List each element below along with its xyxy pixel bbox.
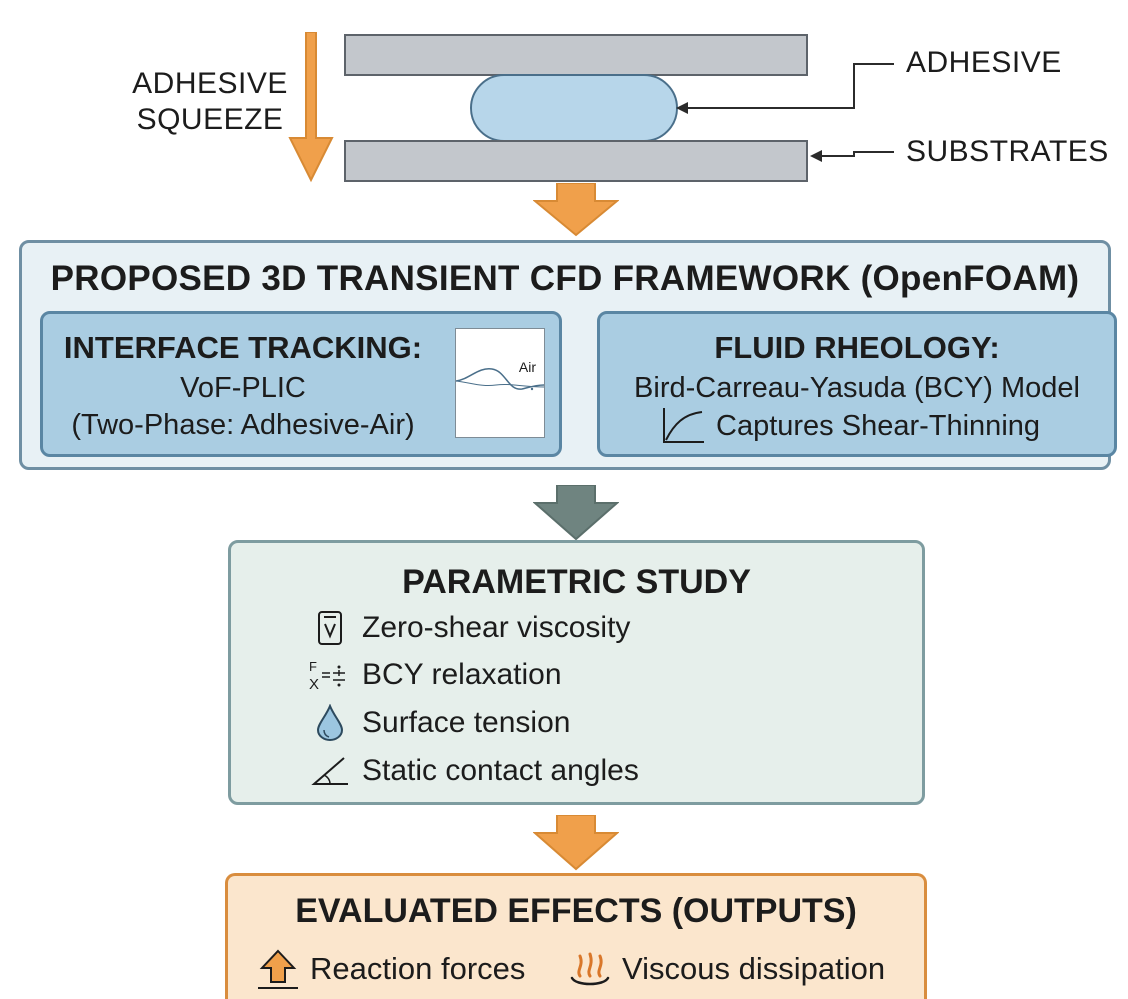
output-label: Reaction forces — [310, 951, 526, 986]
param-label: Static contact angles — [362, 754, 639, 787]
bottom-substrate — [344, 140, 808, 182]
droplet-icon — [306, 703, 354, 743]
output-label: Viscous dissipation — [622, 951, 886, 986]
outputs-box: EVALUATED EFFECTS (OUTPUTS) Reaction for… — [225, 873, 927, 999]
fluid-rheology-panel: FLUID RHEOLOGY: Bird-Carreau-Yasuda (BCY… — [597, 311, 1117, 457]
parametric-title: PARAMETRIC STUDY — [402, 563, 751, 601]
param-item: Zero-shear viscosity — [306, 608, 630, 648]
up-arrow-icon — [258, 949, 298, 989]
outputs-title: EVALUATED EFFECTS (OUTPUTS) — [295, 892, 857, 930]
rheology-heading: FLUID RHEOLOGY: — [714, 330, 1000, 365]
heat-icon — [570, 952, 610, 986]
flow-arrow-3 — [533, 815, 619, 871]
formula-icon: F X — [306, 655, 354, 695]
interface-heading: INTERFACE TRACKING: — [63, 330, 423, 365]
interface-phases: (Two-Phase: Adhesive-Air) — [71, 409, 415, 441]
param-label: BCY relaxation — [362, 658, 562, 691]
param-item: Static contact angles — [306, 751, 639, 791]
substrates-callout: SUBSTRATES — [906, 135, 1109, 168]
parametric-study-box: PARAMETRIC STUDY Zero-shear viscosity F … — [228, 540, 925, 805]
param-label: Surface tension — [362, 706, 571, 739]
adhesive-leader-line — [682, 63, 894, 109]
rheology-model: Bird-Carreau-Yasuda (BCY) Model — [634, 372, 1080, 404]
substrates-leader-arrowhead — [810, 150, 822, 162]
svg-text:F: F — [309, 659, 317, 674]
interface-method: VoF-PLIC — [180, 372, 306, 404]
output-item: Reaction forces — [256, 948, 525, 990]
adhesive-bead — [470, 74, 678, 142]
framework-title: PROPOSED 3D TRANSIENT CFD FRAMEWORK (Ope… — [50, 259, 1080, 298]
substrates-leader-line — [816, 151, 894, 157]
callout-lines — [676, 63, 894, 162]
param-label: Zero-shear viscosity — [362, 611, 631, 644]
squeeze-label: ADHESIVE SQUEEZE — [132, 67, 288, 136]
interface-plot: Air — [455, 328, 545, 438]
shear-thinning-curve-icon — [663, 408, 704, 443]
interface-curve — [456, 368, 544, 391]
flow-arrow-2 — [533, 485, 619, 541]
output-item: Viscous dissipation — [568, 948, 885, 990]
svg-text:X: X — [309, 676, 319, 693]
flow-arrow-1 — [533, 183, 619, 237]
param-item: Surface tension — [306, 703, 570, 743]
adhesive-callout: ADHESIVE — [906, 46, 1062, 79]
squeeze-down-arrow — [288, 32, 334, 183]
viscometer-icon — [306, 608, 354, 648]
adhesive-leader-arrowhead — [676, 102, 688, 114]
interface-plot-label: Air — [518, 359, 536, 375]
param-item: F X BCY relaxation — [306, 655, 562, 695]
angle-icon — [306, 751, 354, 791]
rheology-feature: Captures Shear-Thinning — [716, 409, 1041, 442]
